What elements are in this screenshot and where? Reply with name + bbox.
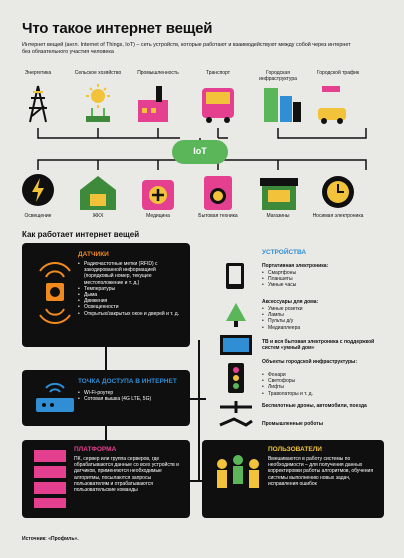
sensor-icon <box>39 262 71 324</box>
intro-text: Интернет вещей (англ. Internet of Things… <box>22 42 351 55</box>
access-point-title: ТОЧКА ДОСТУПА В ИНТЕРНЕТ <box>78 378 177 385</box>
list-item: Лампы <box>262 312 372 318</box>
page-title: Что такое интернет вещей <box>22 20 213 37</box>
list-item: Смартфоны <box>262 270 372 276</box>
city-heading: Объекты городской инфраструктуры: <box>262 359 357 365</box>
category-wearables: Носимая электроника <box>312 213 364 219</box>
list-item: Дыма <box>78 292 182 298</box>
platform-text: ПК, сервер или группа серверов, где обра… <box>74 456 179 494</box>
list-item: Пульты д/у <box>262 318 372 324</box>
bottom-icons-row <box>22 174 354 210</box>
category-shops: Магазины <box>266 213 290 219</box>
category-lighting: Освещение <box>24 213 52 219</box>
sensors-list: Радиочастотные метки (RFID) с закодирова… <box>78 261 182 317</box>
sensors-box: ДАТЧИКИ Радиочастотные метки (RFID) с за… <box>22 243 190 347</box>
list-item: Wi-Fi-роутер <box>78 390 186 396</box>
device-icons-column <box>219 263 253 427</box>
tv-text: ТВ и вся бытовая электроника с поддержко… <box>262 339 375 351</box>
devices-title: УСТРОЙСТВА <box>262 249 307 256</box>
connector-line <box>190 480 202 482</box>
category-transport: Транспорт <box>205 70 231 76</box>
connector-line <box>105 426 107 440</box>
sun-plant-icon <box>86 84 110 122</box>
users-title: ПОЛЬЗОВАТЕЛИ <box>268 446 322 453</box>
shop-icon <box>260 178 298 210</box>
iot-hub-label: IoT <box>193 146 207 156</box>
home-heading: Аксессуары для дома: <box>262 299 319 305</box>
list-item: Освещенности <box>78 304 182 310</box>
list-item: Фонари <box>262 372 372 378</box>
list-item: Умные розетки <box>262 306 372 312</box>
iot-cloud <box>172 140 228 164</box>
medical-kit-icon <box>142 180 174 210</box>
lamp-icon <box>226 303 246 321</box>
house-icon <box>80 176 116 210</box>
robots-text: Промышленные роботы <box>262 421 323 427</box>
users-icon <box>217 455 259 488</box>
platform-box: ПЛАТФОРМА ПК, сервер или группа серверов… <box>22 440 190 518</box>
factory-icon <box>138 86 168 122</box>
buildings-icon <box>264 88 301 122</box>
server-icon <box>34 450 66 508</box>
portable-heading: Портативная электроника: <box>262 263 329 269</box>
list-item: Медиаплеера <box>262 325 372 331</box>
robot-arm-icon <box>219 417 253 427</box>
top-icons-row <box>29 84 346 124</box>
router-icon <box>36 382 74 412</box>
platform-title: ПЛАТФОРМА <box>74 446 117 453</box>
category-industry: Промышленность <box>137 70 179 76</box>
list-item: Открытых/закрытых окон и дверей и т. д. <box>78 311 182 317</box>
list-item: Температуры <box>78 286 182 292</box>
category-city-infrastructure: Городская инфраструктура <box>259 70 297 82</box>
users-box: ПОЛЬЗОВАТЕЛИ Вмешиваются в работу систем… <box>202 440 384 518</box>
section-title: Как работает интернет вещей <box>22 230 140 239</box>
portable-list: Смартфоны Планшеты Умные часы <box>262 270 372 289</box>
category-appliances: Бытовая техника <box>198 213 238 219</box>
devices-box: УСТРОЙСТВА Портативная электроника: Смар… <box>206 243 384 433</box>
home-list: Умные розетки Лампы Пульты д/у Медиаплее… <box>262 306 372 331</box>
source-note: Источник: «Профиль». <box>22 536 79 542</box>
connector-line <box>105 347 107 370</box>
category-energy: Энергетика <box>24 70 52 76</box>
list-item: Планшеты <box>262 276 372 282</box>
category-medicine: Медицина <box>146 213 170 219</box>
connector-line <box>198 340 200 480</box>
sensors-title: ДАТЧИКИ <box>78 251 109 258</box>
bus-icon <box>202 88 234 123</box>
drone-icon <box>220 401 252 413</box>
list-item: Радиочастотные метки (RFID) с закодирова… <box>78 261 182 286</box>
city-list: Фонари Светофоры Лифты Траволаторы и т. … <box>262 372 372 397</box>
category-city-traffic: Городской трафик <box>316 70 360 76</box>
power-tower-icon <box>29 85 47 123</box>
users-text: Вмешиваются в работу системы по необходи… <box>268 456 374 487</box>
list-item: Светофоры <box>262 378 372 384</box>
washing-machine-icon <box>204 176 232 210</box>
access-point-box: ТОЧКА ДОСТУПА В ИНТЕРНЕТ Wi-Fi-роутер Со… <box>22 370 190 426</box>
list-item: Умные часы <box>262 282 372 288</box>
lightbulb-icon <box>22 174 54 206</box>
drones-text: Беспилотные дроны, автомобили, поезда <box>262 403 367 409</box>
list-item: Движения <box>78 298 182 304</box>
watch-icon <box>322 176 354 208</box>
list-item: Траволаторы и т. д. <box>262 391 372 397</box>
access-point-list: Wi-Fi-роутер Сотовая вышка (4G LTE, 5G) <box>78 390 186 403</box>
category-housing: ЖКХ <box>92 213 104 219</box>
list-item: Лифты <box>262 384 372 390</box>
list-item: Сотовая вышка (4G LTE, 5G) <box>78 396 186 402</box>
traffic-icon <box>318 86 346 124</box>
category-agriculture: Сельское хозяйство <box>74 70 122 76</box>
